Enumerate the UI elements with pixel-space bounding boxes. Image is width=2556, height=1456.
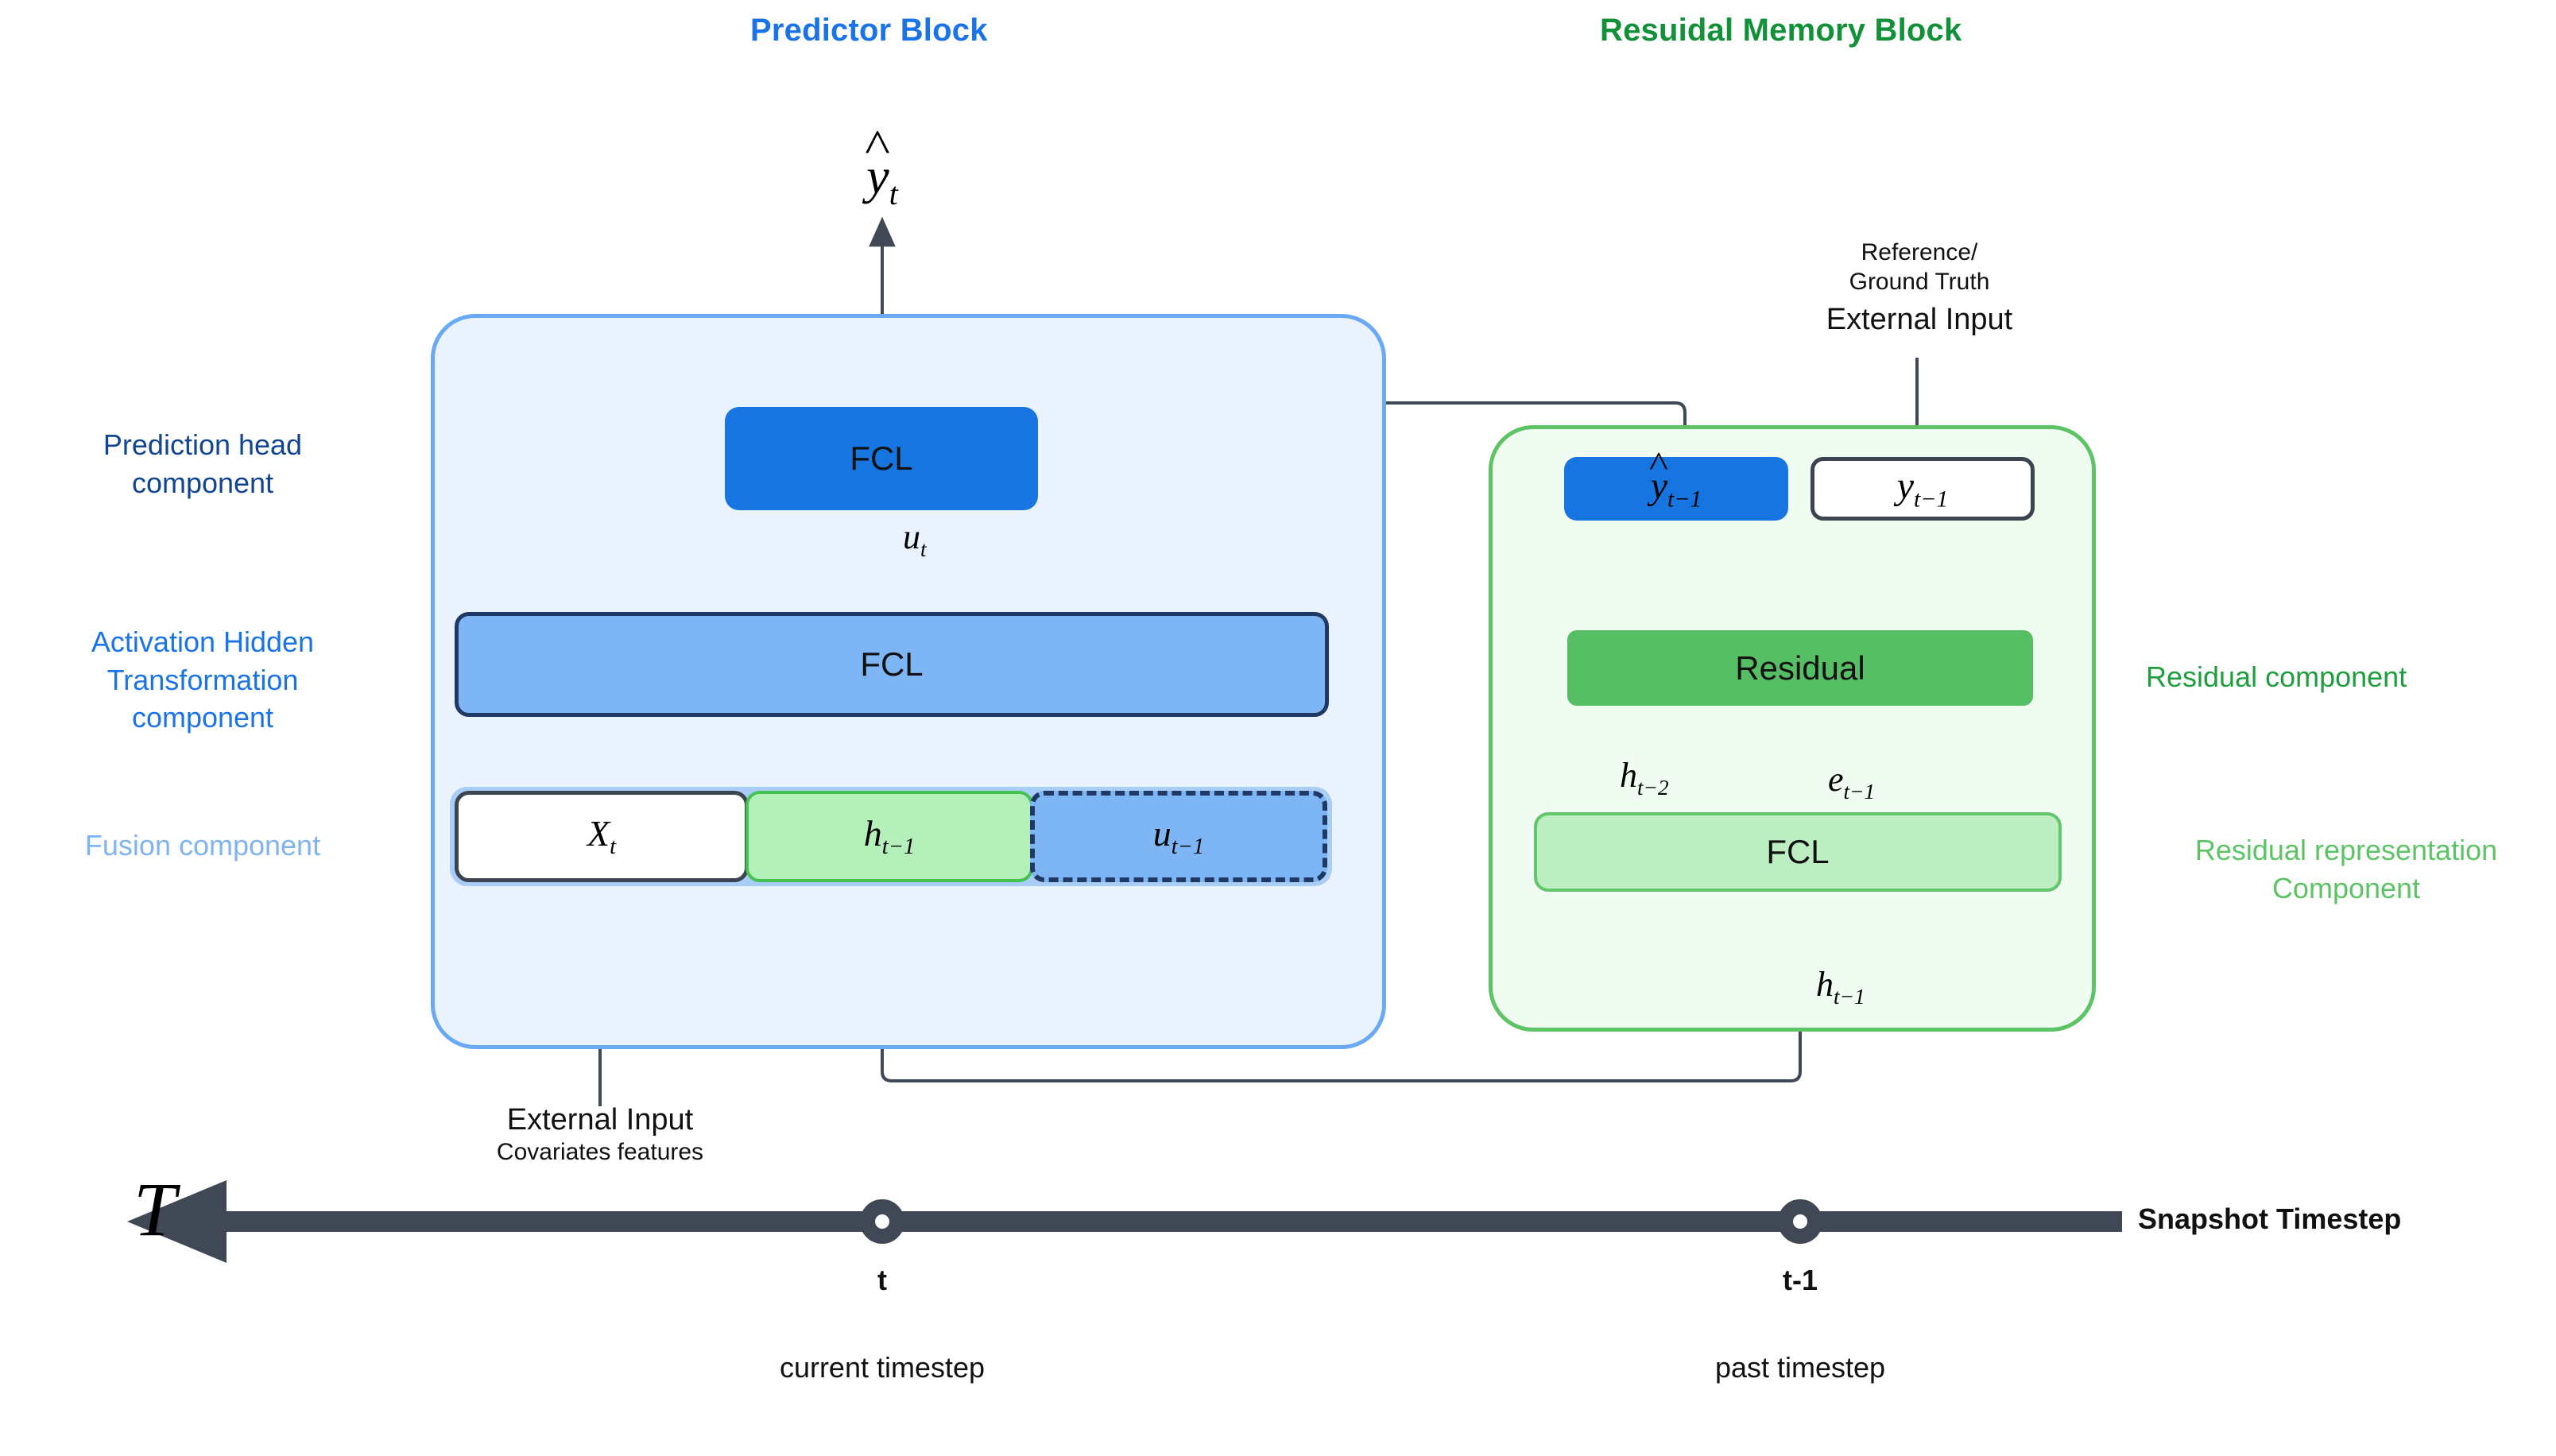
caption-activation-hidden-component: Activation Hidden Transformation compone… [32,623,374,737]
fusion-cell-h-tm1[interactable]: ht−1 [746,791,1033,882]
covariates-input-title: External Input [506,1103,694,1137]
predicted-output-label: yt [811,141,954,218]
activation-output-label: ut [903,517,927,561]
timeline-dot-t-minus-1[interactable] [1778,1199,1822,1244]
caption-line: Prediction head [103,428,303,461]
timeline-arrow [127,1180,2122,1263]
ground-truth-line1: Reference/ [1861,239,1978,265]
fusion-row: Xt ht−1 ut−1 [450,787,1332,886]
covariates-input-subtitle: Covariates features [496,1139,704,1166]
timeline-tick-t-minus-1: t-1 [1783,1264,1818,1296]
hidden-transformation-fcl[interactable]: FCL [455,612,1329,717]
previous-ground-truth-box[interactable]: yt−1 [1810,457,2035,521]
caption-line: Component [2271,871,2421,904]
predictor-block-header: Predictor Block [750,13,988,48]
caption-line: component [131,466,274,499]
ground-truth-line2: Ground Truth [1849,268,1990,295]
timeline-caption-current: current timestep [779,1351,986,1384]
output-hidden-label: ht−1 [1816,965,1865,1009]
caption-line: Residual component [2146,660,2407,693]
timeline-caption-past: past timestep [1714,1351,1886,1384]
caption-line: Residual representation [2194,834,2498,866]
residual-op-box[interactable]: Residual [1567,630,2033,706]
caption-residual-component: Residual component [2146,658,2543,696]
caption-line: Transformation [106,663,299,696]
caption-fusion-component: Fusion component [32,827,374,865]
caption-line: Fusion component [84,829,321,862]
timeline-dot-t[interactable] [860,1199,904,1244]
fusion-cell-u-tm1[interactable]: ut−1 [1030,791,1327,882]
ground-truth-external-input: Reference/ Ground Truth External Input [1749,238,2090,339]
error-signal-label: et−1 [1828,760,1876,804]
timeline-tick-t: t [877,1264,887,1296]
prediction-head-fcl[interactable]: FCL [725,407,1038,510]
residual-block-panel [1489,425,2096,1032]
caption-line: component [131,701,274,734]
fusion-cell-x-t[interactable]: Xt [455,791,749,882]
residual-block-header: Resuidal Memory Block [1600,13,1962,48]
caption-prediction-head-component: Prediction head component [32,426,374,501]
covariates-external-input: External Input Covariates features [433,1102,767,1168]
timeline-axis-symbol: T [134,1167,176,1252]
caption-residual-representation-component: Residual representation Component [2140,831,2553,907]
residual-representation-fcl[interactable]: FCL [1534,812,2062,892]
timeline-axis-label: Snapshot Timestep [2138,1202,2402,1235]
previous-hidden-label: ht−2 [1620,756,1669,800]
caption-line: Activation Hidden [91,625,315,658]
previous-prediction-box[interactable]: yt−1 [1564,457,1788,521]
ground-truth-title: External Input [1826,303,2013,337]
